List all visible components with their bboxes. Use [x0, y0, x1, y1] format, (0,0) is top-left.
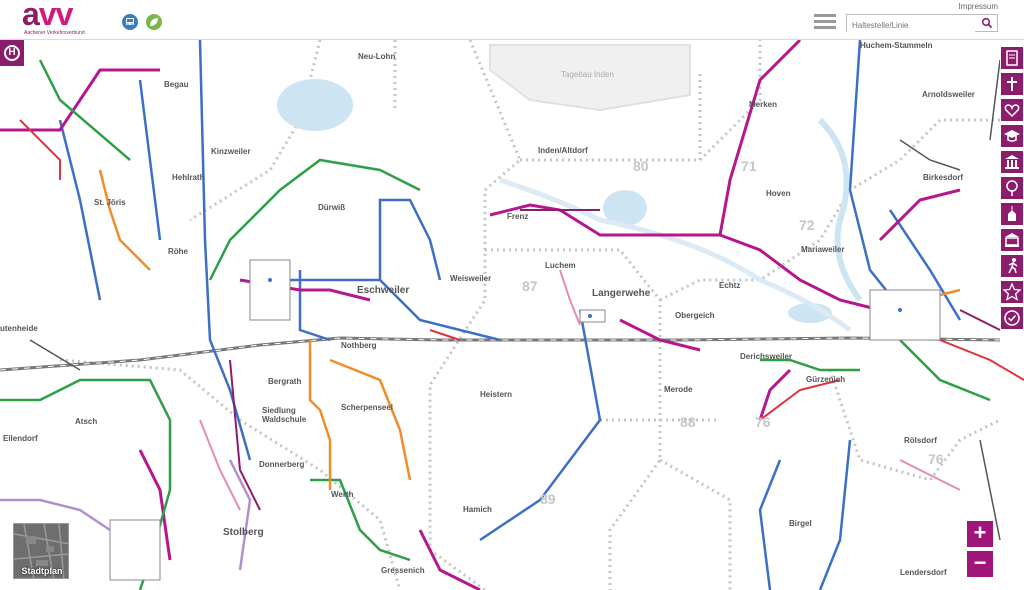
zone-number: 89: [540, 491, 556, 507]
eco-leaf-icon[interactable]: [146, 14, 162, 30]
poi-toolbar: [1000, 46, 1024, 330]
place-label: Obergeich: [675, 311, 715, 320]
place-label: Bergrath: [268, 377, 302, 386]
search-box: [846, 14, 998, 34]
network-lines: [0, 40, 1024, 590]
zone-number: 88: [680, 414, 696, 430]
place-label: Weisweiler: [450, 274, 492, 283]
place-label: Echtz: [719, 281, 741, 290]
zone-number: 76: [928, 451, 944, 467]
cross-icon[interactable]: [1000, 72, 1024, 96]
place-label: Eilendorf: [3, 434, 38, 443]
impressum-link[interactable]: Impressum: [958, 2, 998, 11]
place-label: Hehlrath: [172, 173, 205, 182]
place-label: Nothberg: [341, 341, 377, 350]
place-label: Derichsweiler: [740, 352, 793, 361]
place-label: Merode: [664, 385, 693, 394]
place-label: Gressenich: [381, 566, 425, 575]
zoom-out-button[interactable]: −: [967, 551, 993, 577]
place-label: Rölsdorf: [904, 436, 937, 445]
place-label: Siedlung Waldschule: [262, 406, 307, 424]
place-label: Hoven: [766, 189, 791, 198]
place-label: Birgel: [789, 519, 812, 528]
place-label: Mariaweiler: [801, 245, 845, 254]
stadtplan-button[interactable]: Stadtplan: [13, 523, 69, 579]
place-label: Donnerberg: [259, 460, 305, 469]
place-label: St. Jöris: [94, 198, 126, 207]
place-label: Scherpenseel: [341, 403, 394, 412]
place-label: Werth: [331, 490, 354, 499]
place-label: Heistern: [480, 390, 513, 399]
place-label: Neu-Lohn: [358, 52, 396, 61]
header: avv Aachener Verkehrsverbund Impressum: [0, 0, 1024, 40]
place-label: Arnoldsweiler: [922, 90, 975, 99]
menu-button[interactable]: [814, 14, 836, 32]
museum-icon[interactable]: [1000, 150, 1024, 174]
tree-icon[interactable]: [1000, 176, 1024, 200]
place-label: Luchem: [545, 261, 576, 270]
zone-number: 72: [799, 217, 815, 233]
place-label: Birkesdorf: [923, 173, 964, 182]
place-label: Langerwehe: [592, 288, 651, 299]
place-label: Röhe: [168, 247, 188, 256]
place-label: Stolberg: [223, 527, 264, 538]
graduation-icon[interactable]: [1000, 124, 1024, 148]
zone-number: 80: [633, 158, 649, 174]
logo-subtitle: Aachener Verkehrsverbund: [24, 30, 85, 36]
transit-map[interactable]: 80 71 72 87 88 76 76 89 Neu-Lohn Begau K…: [0, 40, 1024, 590]
train-info-icon[interactable]: [122, 14, 138, 30]
place-label: Begau: [164, 80, 189, 89]
place-label: Kinzweiler: [211, 147, 251, 156]
document-icon[interactable]: [1000, 46, 1024, 70]
place-label: Inden/Altdorf: [538, 146, 588, 155]
place-label: Tagebau Inden: [561, 70, 614, 79]
runner-icon[interactable]: [1000, 254, 1024, 278]
place-label: Huchem-Stammeln: [860, 41, 933, 50]
place-label: Gürzenich: [806, 375, 846, 384]
place-label: utenheide: [0, 324, 38, 333]
place-label: Eschweiler: [357, 285, 410, 296]
zoom-in-button[interactable]: +: [967, 521, 993, 547]
place-label: Hamich: [463, 505, 492, 514]
zone-number: 71: [741, 158, 757, 174]
avv-logo[interactable]: avv Aachener Verkehrsverbund: [22, 0, 85, 36]
place-label: Dürwiß: [318, 203, 346, 212]
place-label: Lendersdorf: [900, 568, 947, 577]
place-label: Atsch: [75, 417, 98, 426]
bank-icon[interactable]: [1000, 228, 1024, 252]
zone-number: 87: [522, 278, 538, 294]
place-label: Frenz: [507, 212, 529, 221]
star-icon[interactable]: [1000, 280, 1024, 304]
place-label: Merken: [749, 100, 778, 109]
check-icon[interactable]: [1000, 306, 1024, 330]
stops-toggle-button[interactable]: H: [0, 40, 24, 66]
search-icon[interactable]: [981, 17, 993, 29]
search-input[interactable]: [847, 17, 975, 34]
heart-icon[interactable]: [1000, 98, 1024, 122]
zone-number: 76: [755, 414, 771, 430]
city-map-thumbnail-icon: [14, 524, 68, 578]
stadtplan-label: Stadtplan: [21, 566, 63, 576]
church-icon[interactable]: [1000, 202, 1024, 226]
